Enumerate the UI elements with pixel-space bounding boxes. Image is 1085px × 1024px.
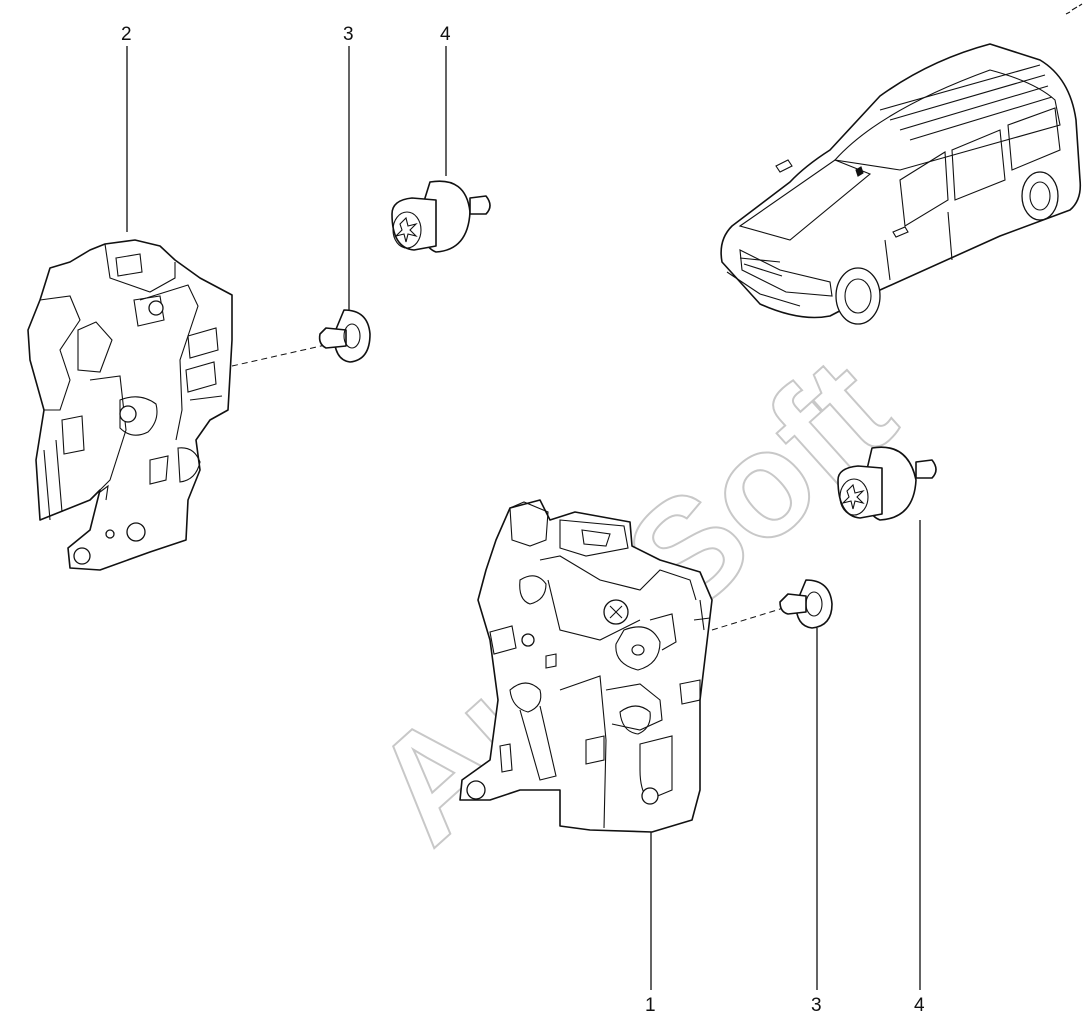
striker-upper: [391, 180, 491, 253]
callout-4-top: 4: [440, 24, 451, 45]
door-lock-front: [459, 499, 713, 833]
corner-mark-icon: [1065, 3, 1083, 15]
striker-lower: [837, 446, 937, 521]
door-lock-rear: [27, 239, 233, 571]
callout-4-bottom: 4: [914, 995, 925, 1016]
callout-1: 1: [645, 995, 656, 1016]
bolt-lower: [711, 579, 833, 631]
callout-3-top: 3: [343, 24, 354, 45]
bolt-upper: [231, 309, 371, 367]
car-illustration: [720, 43, 1082, 325]
callout-2: 2: [121, 24, 132, 45]
leader-lines: [126, 46, 921, 990]
callout-3-bottom: 3: [811, 995, 822, 1016]
